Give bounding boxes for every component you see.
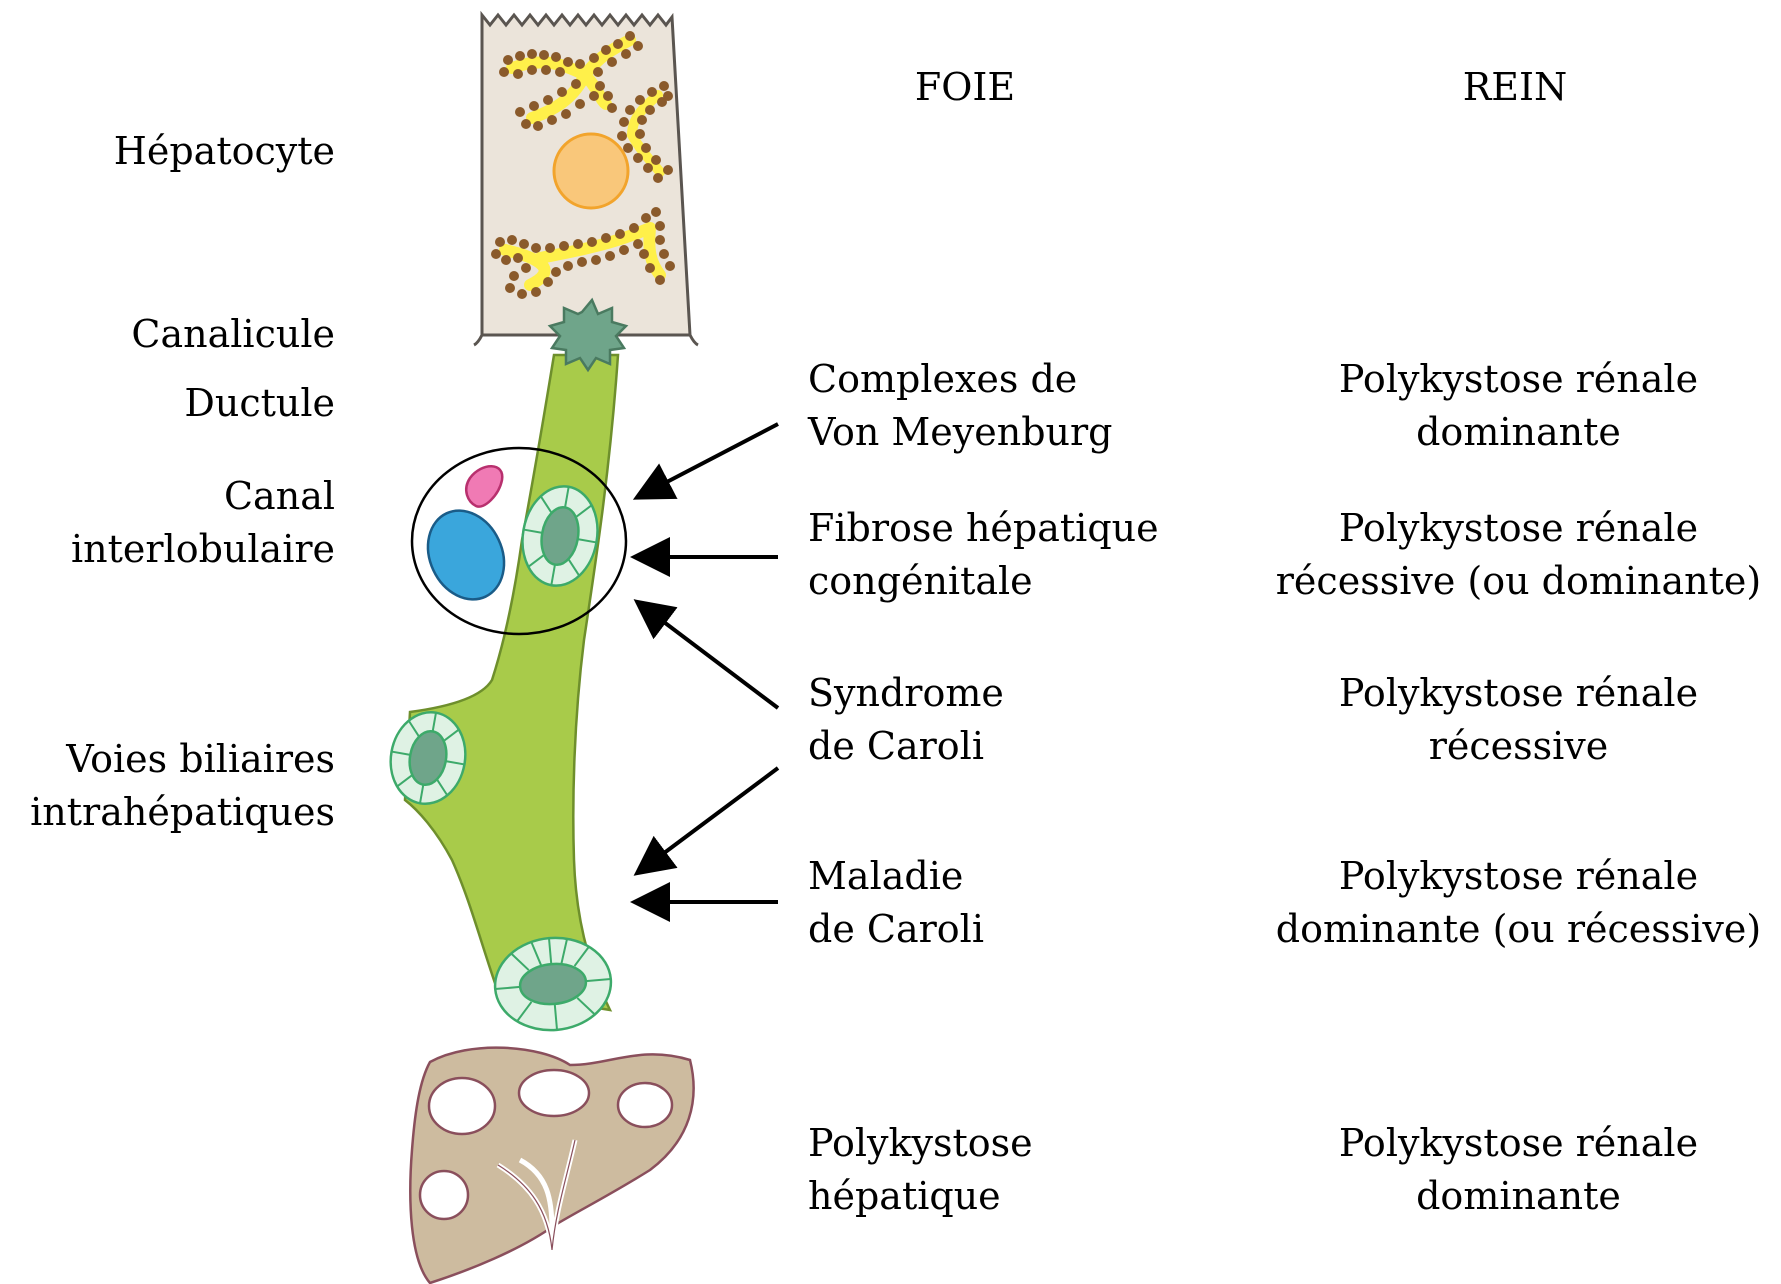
foie-row-5: Polykystose hépatique: [808, 1117, 1033, 1223]
arrows: [638, 424, 778, 902]
rein-line: récessive (ou dominante): [1262, 555, 1775, 608]
rein-row-1: Polykystose rénale dominante: [1262, 353, 1775, 459]
label-line: Canal: [71, 470, 335, 523]
rein-row-5: Polykystose rénale dominante: [1262, 1117, 1775, 1223]
foie-line: Maladie: [808, 850, 984, 903]
label-canal-interlobulaire: Canal interlobulaire: [71, 470, 335, 576]
foie-line: congénitale: [808, 555, 1159, 608]
label-hepatocyte: Hépatocyte: [114, 125, 335, 178]
foie-line: de Caroli: [808, 720, 1004, 773]
nucleus: [554, 134, 628, 208]
rein-line: dominante: [1262, 1170, 1775, 1223]
portal-vein: [414, 498, 518, 612]
arrow-syndrome-caroli: [640, 604, 778, 708]
label-line: Voies biliaires: [30, 733, 335, 786]
foie-line: hépatique: [808, 1170, 1033, 1223]
rein-line: récessive: [1262, 720, 1775, 773]
label-canalicule: Canalicule: [131, 308, 335, 361]
rein-line: dominante (ou récessive): [1262, 903, 1775, 956]
header-foie: FOIE: [890, 61, 1040, 114]
rein-line: Polykystose rénale: [1262, 1117, 1775, 1170]
rein-line: Polykystose rénale: [1262, 353, 1775, 406]
foie-line: Syndrome: [808, 667, 1004, 720]
rein-line: dominante: [1262, 406, 1775, 459]
rein-line: Polykystose rénale: [1262, 850, 1775, 903]
label-line: interlobulaire: [71, 523, 335, 576]
arrow-maladie-caroli-1: [640, 768, 778, 871]
rein-row-3: Polykystose rénale récessive: [1262, 667, 1775, 773]
foie-row-2: Fibrose hépatique congénitale: [808, 502, 1159, 608]
foie-line: Von Meyenburg: [808, 406, 1113, 459]
foie-row-1: Complexes de Von Meyenburg: [808, 353, 1113, 459]
foie-line: Polykystose: [808, 1117, 1033, 1170]
polycystic-liver: [410, 1048, 693, 1283]
label-ductule: Ductule: [184, 377, 335, 430]
arrow-von-meyenburg: [640, 424, 778, 496]
hepatocyte-cell: [474, 15, 698, 345]
label-line: intrahépatiques: [30, 786, 335, 839]
foie-line: Complexes de: [808, 353, 1113, 406]
rein-line: Polykystose rénale: [1262, 502, 1775, 555]
foie-line: de Caroli: [808, 903, 984, 956]
foie-row-4: Maladie de Caroli: [808, 850, 984, 956]
rein-row-2: Polykystose rénale récessive (ou dominan…: [1262, 502, 1775, 608]
rein-row-4: Polykystose rénale dominante (ou récessi…: [1262, 850, 1775, 956]
label-voies-biliaires: Voies biliaires intrahépatiques: [30, 733, 335, 839]
foie-line: Fibrose hépatique: [808, 502, 1159, 555]
hepatic-artery: [466, 466, 502, 506]
foie-row-3: Syndrome de Caroli: [808, 667, 1004, 773]
rein-line: Polykystose rénale: [1262, 667, 1775, 720]
header-rein: REIN: [1440, 61, 1590, 114]
bile-duct: [405, 355, 618, 1010]
